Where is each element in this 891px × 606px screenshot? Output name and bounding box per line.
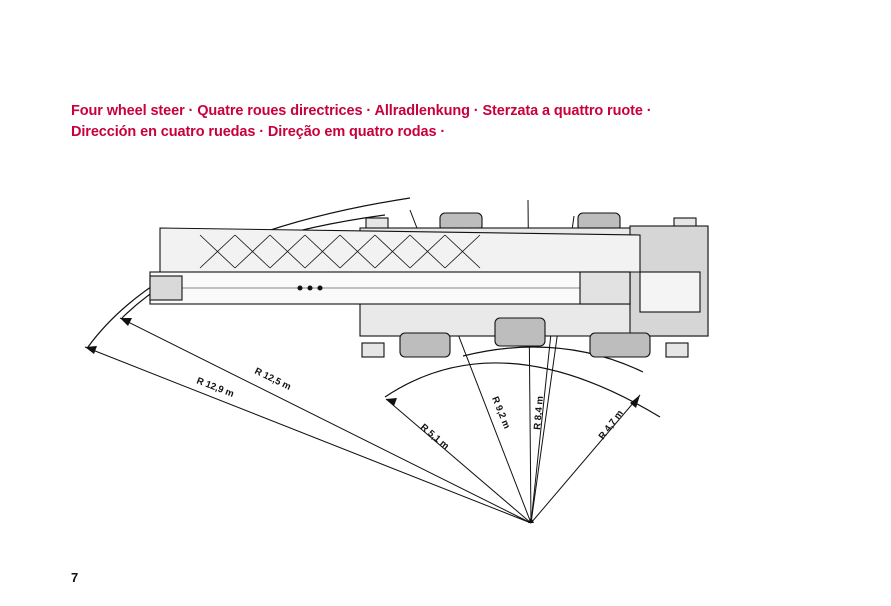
line-r5-1 bbox=[385, 398, 532, 524]
line-r4-7 bbox=[530, 394, 641, 524]
radius-labels: R 12,9 m R 12,5 m R 5,1 m R 9,2 m R 8,4 … bbox=[195, 366, 626, 452]
line-r12-5 bbox=[119, 317, 532, 524]
label-r5-1: R 5,1 m bbox=[418, 422, 451, 452]
label-r12-9: R 12,9 m bbox=[195, 376, 235, 400]
crane-vehicle bbox=[149, 212, 709, 358]
heading-line-1: Four wheel steer · Quatre roues directri… bbox=[71, 103, 652, 119]
label-r8-4: R 8,4 m bbox=[532, 396, 546, 431]
label-r4-7: R 4,7 m bbox=[597, 408, 626, 442]
page-number: 7 bbox=[71, 570, 79, 585]
label-r12-5: R 12,5 m bbox=[253, 366, 293, 393]
page-heading: Four wheel steer · Quatre roues directri… bbox=[71, 101, 652, 143]
heading-line-2: Dirección en cuatro ruedas · Direção em … bbox=[71, 124, 446, 140]
arc-r9-2 bbox=[384, 362, 661, 418]
line-r12-9 bbox=[84, 346, 532, 524]
arc-r8-4 bbox=[462, 346, 644, 373]
arrow-heads bbox=[85, 318, 640, 523]
